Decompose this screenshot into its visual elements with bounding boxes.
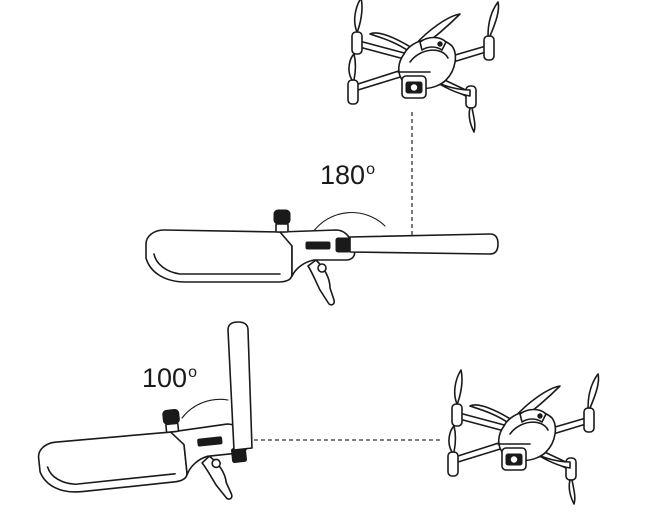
- top-angle-arc: [312, 211, 386, 233]
- bottom-drone-illustration: [447, 369, 600, 505]
- bottom-remote-controller: [34, 321, 254, 520]
- top-angle-label: 180o: [320, 160, 375, 190]
- bottom-angle-arc: [181, 398, 229, 419]
- bottom-antenna: [227, 321, 253, 451]
- top-drone-illustration: [347, 0, 500, 133]
- top-antenna: [349, 233, 499, 255]
- top-remote-controller: [145, 209, 499, 306]
- bottom-angle-label: 100o: [142, 363, 197, 393]
